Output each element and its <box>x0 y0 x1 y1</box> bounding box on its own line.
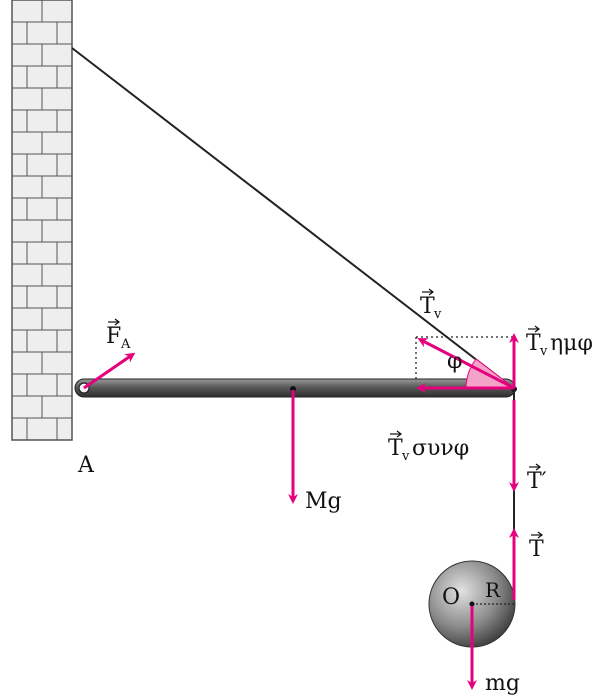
label-tension-T: T <box>529 531 544 562</box>
svg-text:T: T <box>526 331 541 356</box>
label-ball-radius: R <box>485 578 501 602</box>
force-FA-arrow <box>83 352 136 390</box>
hanging-ball <box>428 560 516 648</box>
svg-text:v: v <box>539 344 548 359</box>
tension-Tv-arrow <box>417 338 515 390</box>
label-tension-Tv: T v <box>420 288 442 322</box>
label-point-A: A <box>77 453 95 478</box>
svg-text:T: T <box>529 537 544 562</box>
label-force-FA: F A <box>106 318 131 352</box>
label-angle-phi: φ <box>447 349 462 374</box>
label-tension-T-prime: T′ <box>527 463 547 494</box>
svg-text:v: v <box>433 307 442 322</box>
svg-text:ημφ: ημφ <box>550 331 593 356</box>
label-ball-weight: mg <box>485 671 520 696</box>
label-component-vertical: T v ημφ <box>526 325 593 359</box>
svg-text:T: T <box>420 294 435 319</box>
svg-text:A: A <box>120 337 131 352</box>
svg-text:F: F <box>106 324 121 349</box>
label-ball-center: O <box>442 585 460 610</box>
svg-text:συνφ: συνφ <box>412 436 469 461</box>
svg-text:T: T <box>388 436 403 461</box>
construction-lines <box>415 336 514 388</box>
svg-text:v: v <box>401 449 410 464</box>
brick-wall <box>11 0 73 441</box>
label-component-horizontal: T v συνφ <box>388 430 469 464</box>
ball-center-dot <box>469 601 475 607</box>
label-rod-weight: Mg <box>305 489 342 514</box>
support-cable <box>71 47 514 389</box>
svg-text:T′: T′ <box>527 469 547 494</box>
